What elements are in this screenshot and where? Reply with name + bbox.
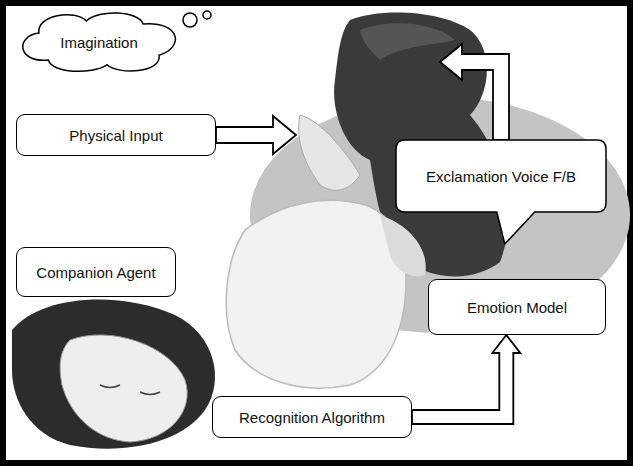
person-arm bbox=[299, 115, 360, 190]
process-box: Recognition Algorithm bbox=[212, 396, 412, 438]
input-arrow bbox=[216, 116, 296, 154]
node-label: Companion Agent bbox=[32, 264, 159, 281]
process-box: Companion Agent bbox=[16, 247, 176, 297]
person-hand bbox=[380, 215, 426, 276]
node-label: Recognition Algorithm bbox=[235, 409, 389, 426]
process-box: Emotion Model bbox=[428, 279, 606, 335]
person-hair bbox=[360, 23, 455, 60]
node-label: Imagination bbox=[56, 34, 142, 51]
thought-bubble bbox=[183, 13, 197, 27]
node-label: Physical Input bbox=[65, 127, 166, 144]
feedback-arrow bbox=[440, 44, 509, 140]
block-arrow bbox=[412, 335, 520, 424]
thought-bubble bbox=[203, 11, 211, 19]
process-box: Physical Input bbox=[16, 114, 216, 156]
thought-cloud: Imagination bbox=[20, 12, 178, 72]
girl-eyes bbox=[100, 385, 160, 395]
speech-bubble: Exclamation Voice F/B bbox=[396, 140, 606, 212]
pillow-body bbox=[226, 200, 406, 388]
girl-hair bbox=[12, 299, 215, 448]
node-label: Exclamation Voice F/B bbox=[422, 168, 580, 185]
node-label: Emotion Model bbox=[463, 299, 571, 316]
girl-face bbox=[60, 335, 187, 442]
